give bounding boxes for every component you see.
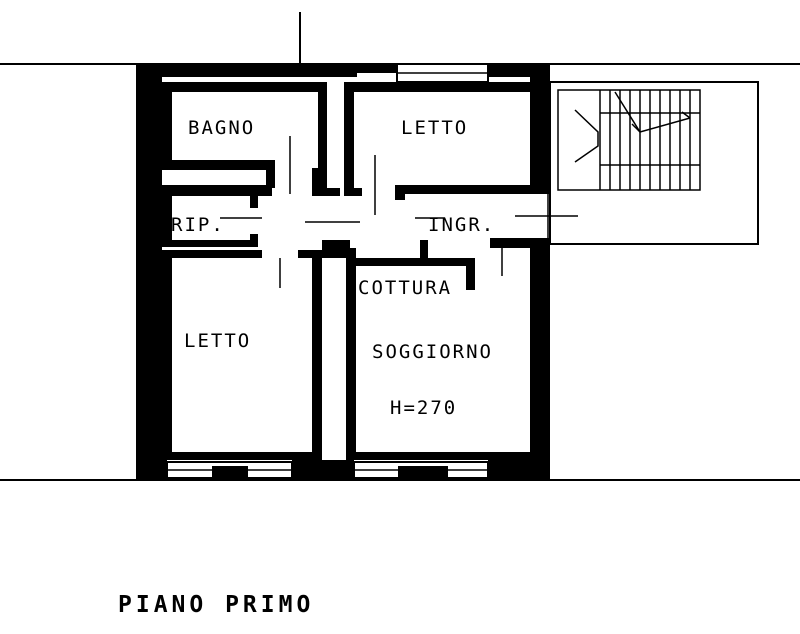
door-swings — [220, 136, 578, 290]
room-label-soggiorno: SOGGIORNO — [372, 341, 493, 363]
staircase — [549, 81, 759, 245]
room-label-cottura: COTTURA — [358, 277, 452, 299]
room-label-letto-top: LETTO — [401, 117, 468, 139]
room-label-ingresso: INGR. — [428, 214, 495, 236]
floor-title: PIANO PRIMO — [118, 592, 314, 618]
interior-walls — [162, 82, 530, 460]
room-label-letto-bottom: LETTO — [184, 330, 251, 352]
ceiling-height-label: H=270 — [390, 397, 457, 419]
room-label-ripostiglio: RIP. — [171, 214, 225, 236]
room-label-bagno: BAGNO — [188, 117, 255, 139]
